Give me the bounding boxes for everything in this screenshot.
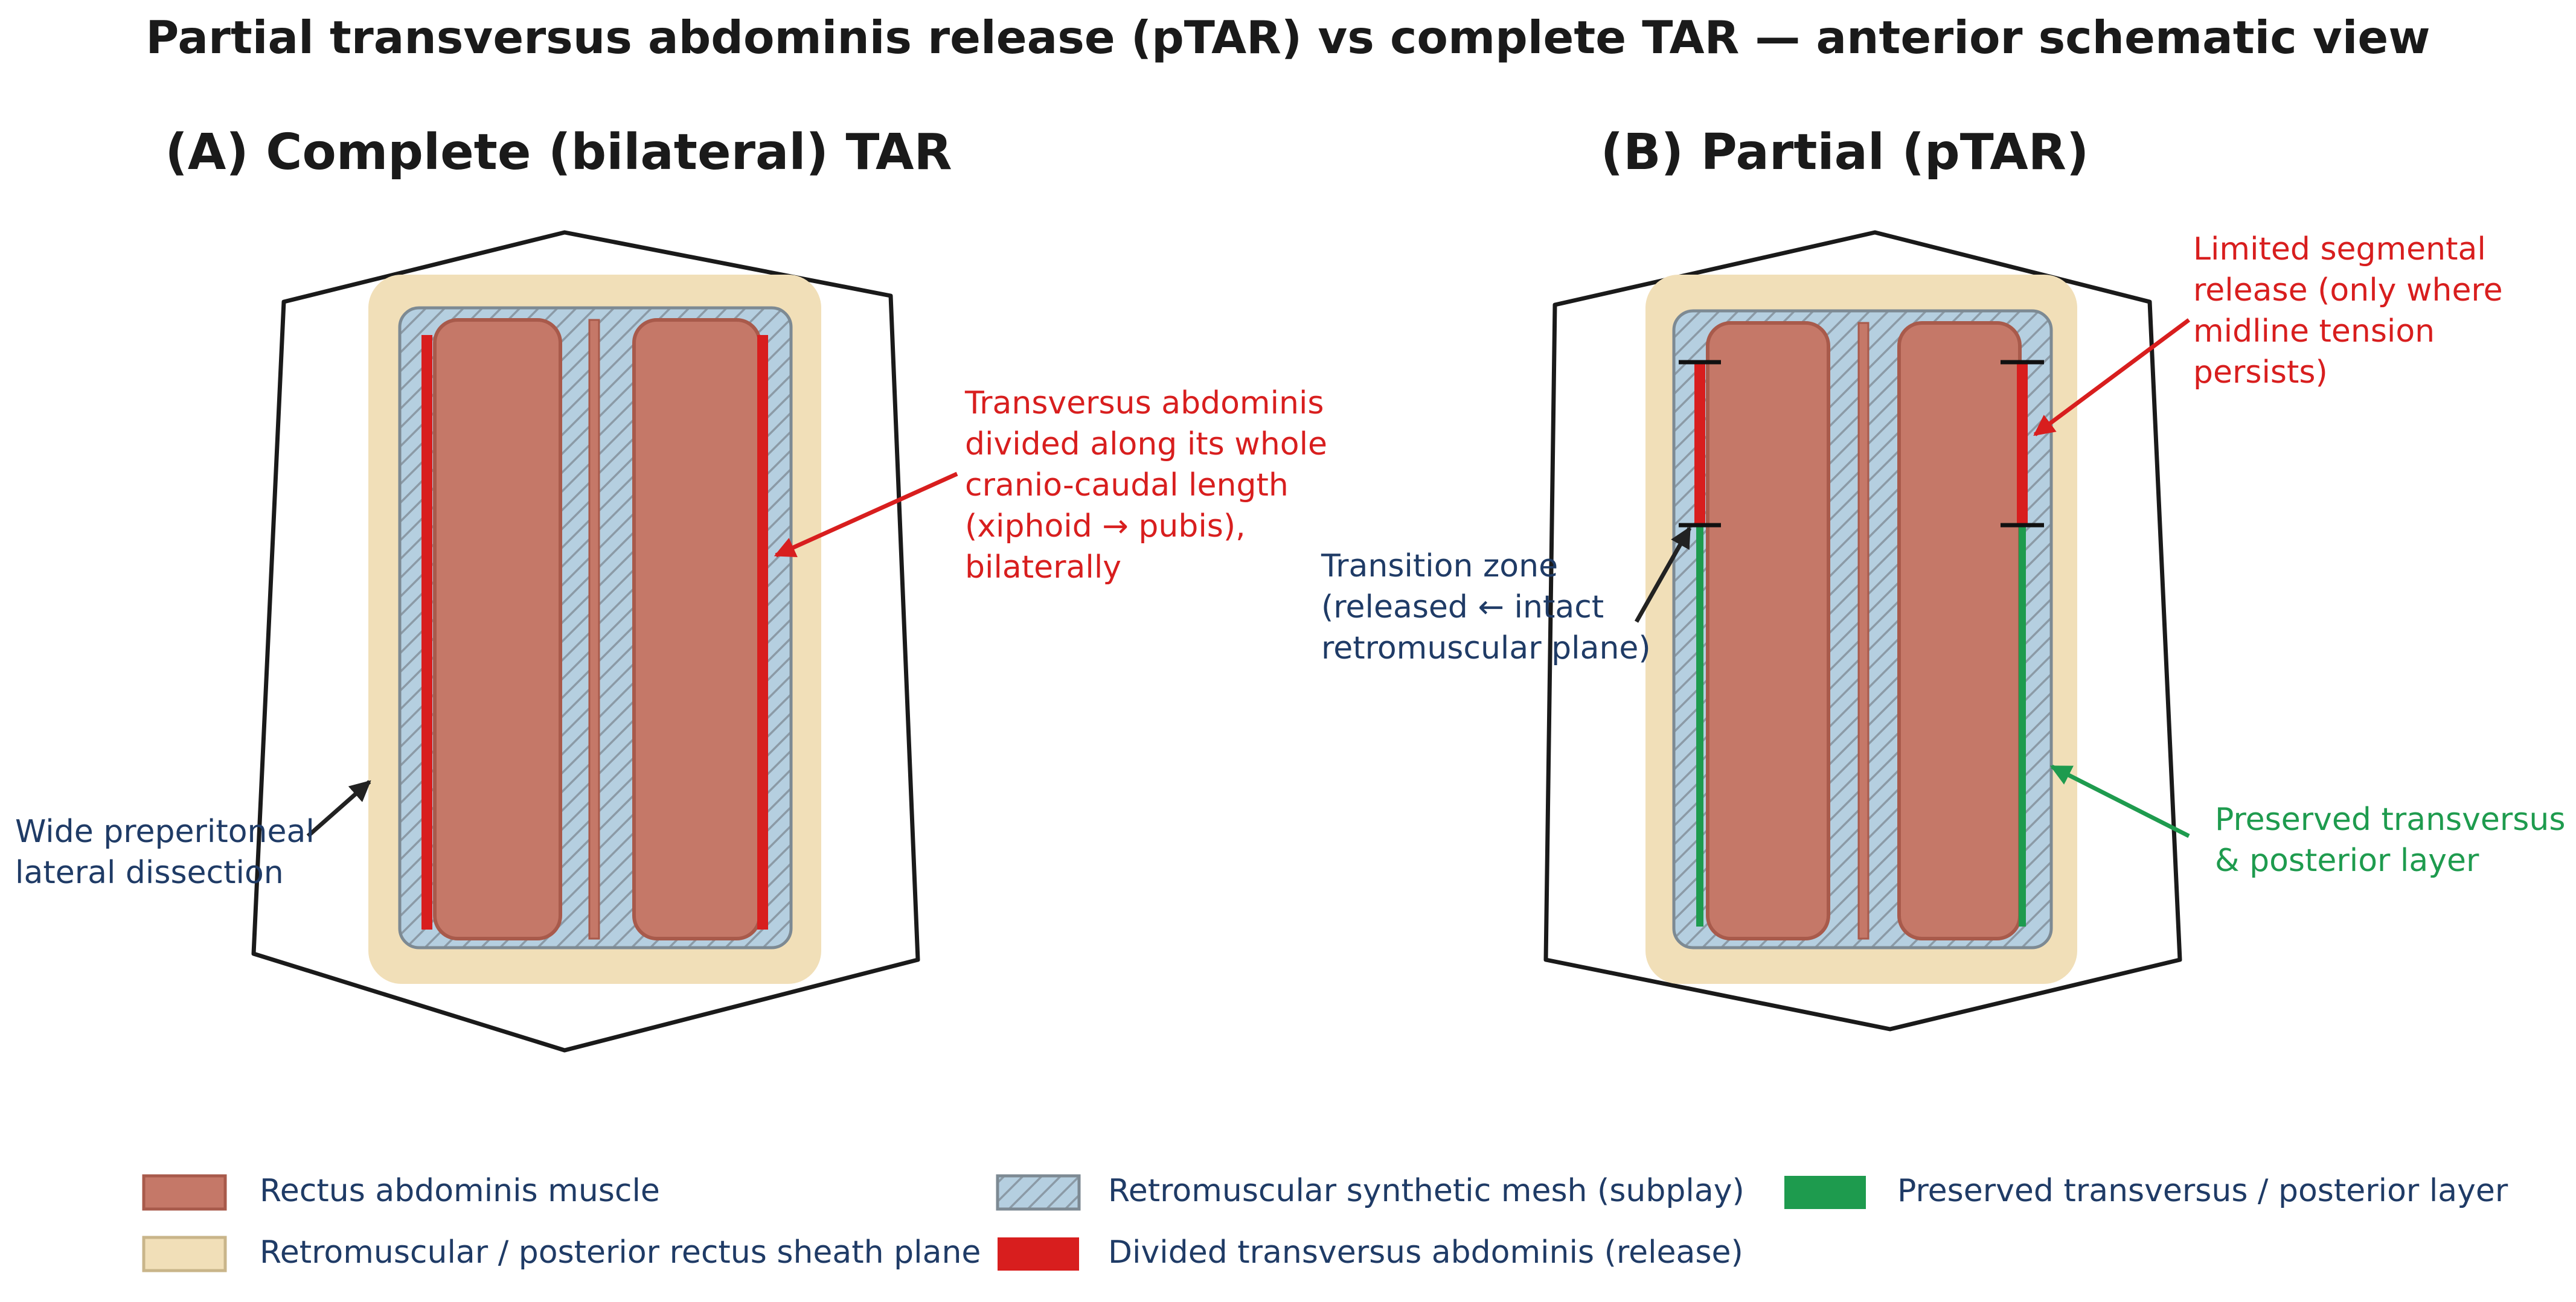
panel-b-transition-line-1: Transition zone xyxy=(1321,548,1558,584)
panel-a-rectus-left xyxy=(433,318,562,940)
panel-a-dissection-arrow xyxy=(306,780,371,838)
panel-a-release-line-2: divided along its whole xyxy=(965,426,1327,462)
panel-a-release-label: Transversus abdominis divided along its … xyxy=(964,385,1338,586)
panel-b-rectus-left xyxy=(1706,321,1830,940)
panel-a-divided-transversus-left xyxy=(421,335,432,930)
panel-b-limited-label: Limited segmental release (only where mi… xyxy=(2193,231,2513,391)
panel-b-divided-transversus-left xyxy=(1694,362,1705,525)
panel-b-title: (B) Partial (pTAR) xyxy=(1601,124,2089,181)
panel-b-preserved-line-2: & posterior layer xyxy=(2215,843,2479,879)
panel-a-linea-alba xyxy=(588,319,600,940)
panel-a-dissection-line-2: lateral dissection xyxy=(15,855,284,891)
legend-label-preserved: Preserved transversus / posterior layer xyxy=(1897,1173,2508,1209)
legend-label-mesh: Retromuscular synthetic mesh (subplay) xyxy=(1108,1173,1745,1209)
panel-b-limited-arrow xyxy=(2033,318,2191,436)
panel-a-dissection-label: Wide preperitoneal lateral dissection xyxy=(15,814,324,891)
panel-b-preserved-arrow xyxy=(2049,764,2190,838)
panel-b-limited-line-2: release (only where xyxy=(2193,272,2503,308)
panel-a-release-line-5: bilaterally xyxy=(965,549,1121,586)
panel-b-transition-line-3: retromuscular plane) xyxy=(1321,630,1651,666)
panel-b-linea-alba xyxy=(1857,322,1870,940)
legend-swatch-sheath xyxy=(142,1236,227,1272)
panel-b-transition-line-2: (released ← intact xyxy=(1321,589,1604,625)
legend-swatch-preserved xyxy=(1784,1176,1866,1209)
panel-b-preserved-label: Preserved transversus & posterior layer xyxy=(2215,802,2575,879)
panel-b-abdomen-outline xyxy=(1543,230,2182,1032)
legend-swatch-divided xyxy=(998,1237,1079,1271)
legend-swatch-mesh xyxy=(996,1174,1081,1211)
legend-swatch-rectus xyxy=(142,1174,227,1211)
panel-a-release-line-3: cranio-caudal length xyxy=(965,467,1289,503)
panel-b-rectus-right xyxy=(1897,321,2022,940)
panel-b-divided-transversus-right xyxy=(2017,362,2028,525)
panel-a-release-line-1: Transversus abdominis xyxy=(964,385,1324,421)
panel-a-divided-transversus-right xyxy=(757,335,768,930)
panel-b-limited-line-4: persists) xyxy=(2193,354,2328,391)
panel-b-preserved-line-1: Preserved transversus xyxy=(2215,802,2565,838)
legend-label-sheath: Retromuscular / posterior rectus sheath … xyxy=(260,1234,981,1271)
panel-a-rectus-right xyxy=(632,318,761,940)
panel-b-transition-label: Transition zone (released ← intact retro… xyxy=(1321,548,1651,666)
panel-a-release-line-4: (xiphoid → pubis), xyxy=(965,508,1246,544)
panel-b-preserved-transversus-left xyxy=(1696,525,1703,927)
legend-label-rectus: Rectus abdominis muscle xyxy=(260,1173,660,1209)
panel-b-transition-arrow xyxy=(1634,526,1692,623)
legend: Rectus abdominis muscle Retromuscular / … xyxy=(142,1173,2508,1272)
panel-b: (B) Partial (pTAR) Limited segmental rel… xyxy=(1321,124,2575,1032)
panel-b-limited-line-3: midline tension xyxy=(2193,313,2435,349)
panel-a-release-arrow xyxy=(774,471,958,558)
panel-a-title: (A) Complete (bilateral) TAR xyxy=(165,124,952,181)
panel-b-limited-line-1: Limited segmental xyxy=(2193,231,2486,267)
figure-title: Partial transversus abdominis release (p… xyxy=(146,11,2430,64)
panel-a-abdomen-outline xyxy=(251,230,920,1053)
panel-b-preserved-transversus-right xyxy=(2019,525,2026,927)
panel-a: (A) Complete (bilateral) TAR Transversus… xyxy=(15,124,1338,1053)
legend-label-divided: Divided transversus abdominis (release) xyxy=(1108,1234,1743,1271)
panel-a-dissection-line-1: Wide preperitoneal xyxy=(15,814,315,850)
